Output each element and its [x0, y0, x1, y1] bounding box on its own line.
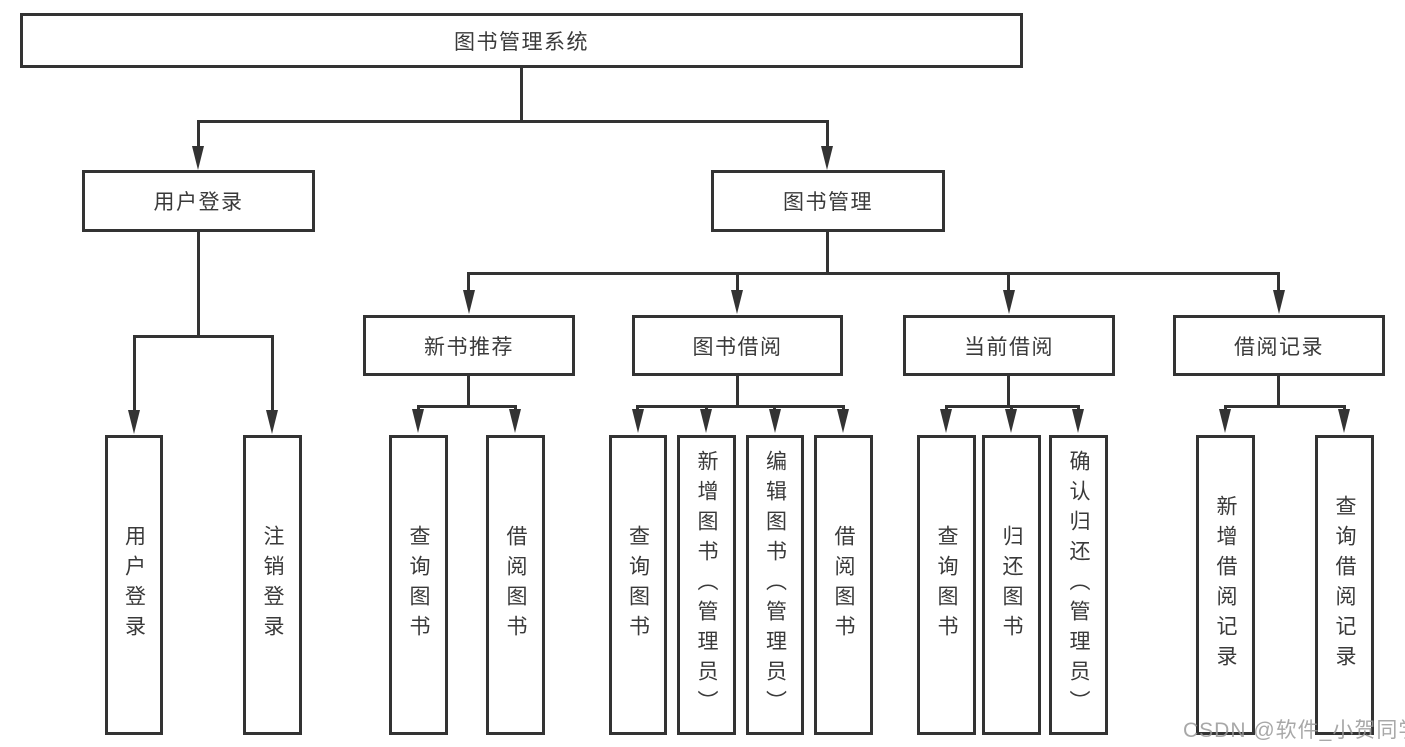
connector-user-login-stem [197, 232, 200, 335]
arrow-down-icon [940, 409, 952, 433]
connector-drop-current-borrow [1007, 272, 1010, 294]
node-leaf-query-book: 查询图书 [917, 435, 976, 735]
arrow-down-icon [128, 410, 140, 434]
arrow-down-icon [1005, 409, 1017, 433]
connector-drop-borrow-record [1277, 272, 1280, 294]
node-borrow-record: 借阅记录 [1173, 315, 1385, 376]
connector-drop-book-borrow [736, 272, 739, 294]
connector-root-stem [520, 68, 523, 120]
node-user-login: 用户登录 [82, 170, 315, 232]
node-label: 用户登录 [122, 525, 146, 645]
node-root-system: 图书管理系统 [20, 13, 1023, 68]
node-label: 借阅图书 [832, 525, 856, 645]
arrow-down-icon [731, 290, 743, 314]
connector-new-book-stem [467, 376, 470, 405]
arrow-down-icon [1273, 290, 1285, 314]
arrow-down-icon [463, 290, 475, 314]
connector-drop-leaf [271, 335, 274, 413]
arrow-down-icon [700, 409, 712, 433]
node-label: 查询图书 [626, 525, 650, 645]
node-label: 编辑图书（管理员） [763, 450, 787, 720]
connector-book-management-stem [826, 232, 829, 272]
node-book-borrow: 图书借阅 [632, 315, 843, 376]
connector-drop-user-login [197, 120, 200, 150]
node-label: 用户登录 [153, 191, 244, 214]
arrow-down-icon [837, 409, 849, 433]
arrow-down-icon [1072, 409, 1084, 433]
csdn-watermark: CSDN @软件_小贺同学 [1183, 719, 1405, 742]
connector-book-management-bus [467, 272, 1280, 275]
connector-book-borrow-stem [736, 376, 739, 405]
node-leaf-query-borrow-record: 查询借阅记录 [1315, 435, 1374, 735]
node-leaf-confirm-return-admin: 确认归还（管理员） [1049, 435, 1108, 735]
connector-user-login-bus [133, 335, 273, 338]
connector-drop-new-book [467, 272, 470, 294]
node-label: 图书管理 [783, 191, 873, 214]
arrow-down-icon [632, 409, 644, 433]
node-leaf-edit-book-admin: 编辑图书（管理员） [746, 435, 804, 735]
node-book-management: 图书管理 [711, 170, 945, 232]
node-leaf-query-book: 查询图书 [389, 435, 448, 735]
connector-drop-leaf [133, 335, 136, 413]
node-leaf-add-book-admin: 新增图书（管理员） [677, 435, 736, 735]
node-label: 查询图书 [407, 525, 431, 645]
arrow-down-icon [192, 146, 204, 170]
node-label: 新增图书（管理员） [695, 450, 719, 720]
arrow-down-icon [509, 409, 521, 433]
node-label: 当前借阅 [964, 335, 1054, 359]
node-leaf-return-book: 归还图书 [982, 435, 1041, 735]
connector-drop-book-management [826, 120, 829, 150]
connector-root-bus [197, 120, 829, 123]
node-label: 新书推荐 [424, 335, 514, 359]
connector-borrow-record-stem [1277, 376, 1280, 405]
arrow-down-icon [1003, 290, 1015, 314]
node-label: 注销登录 [261, 525, 285, 645]
node-leaf-logout: 注销登录 [243, 435, 302, 735]
connector-book-borrow-bus [636, 405, 845, 408]
node-label: 归还图书 [1000, 525, 1024, 645]
arrow-down-icon [1338, 409, 1350, 433]
node-leaf-query-book: 查询图书 [609, 435, 667, 735]
node-label: 查询借阅记录 [1333, 495, 1357, 675]
node-label: 借阅图书 [504, 525, 528, 645]
node-label: 借阅记录 [1234, 335, 1324, 359]
node-current-borrow: 当前借阅 [903, 315, 1115, 376]
connector-borrow-record-bus [1224, 405, 1346, 408]
node-label: 确认归还（管理员） [1067, 450, 1091, 720]
node-label: 查询图书 [935, 525, 959, 645]
arrow-down-icon [266, 410, 278, 434]
arrow-down-icon [1219, 409, 1231, 433]
arrow-down-icon [821, 146, 833, 170]
node-new-book-recommend: 新书推荐 [363, 315, 575, 376]
node-label: 图书借阅 [692, 335, 783, 359]
connector-current-borrow-stem [1007, 376, 1010, 405]
arrow-down-icon [412, 409, 424, 433]
node-leaf-user-login: 用户登录 [105, 435, 163, 735]
node-leaf-borrow-book: 借阅图书 [814, 435, 873, 735]
node-label: 图书管理系统 [454, 30, 589, 54]
node-leaf-borrow-book: 借阅图书 [486, 435, 545, 735]
node-leaf-add-borrow-record: 新增借阅记录 [1196, 435, 1255, 735]
connector-new-book-bus [417, 405, 517, 408]
node-label: 新增借阅记录 [1214, 495, 1238, 675]
arrow-down-icon [769, 409, 781, 433]
